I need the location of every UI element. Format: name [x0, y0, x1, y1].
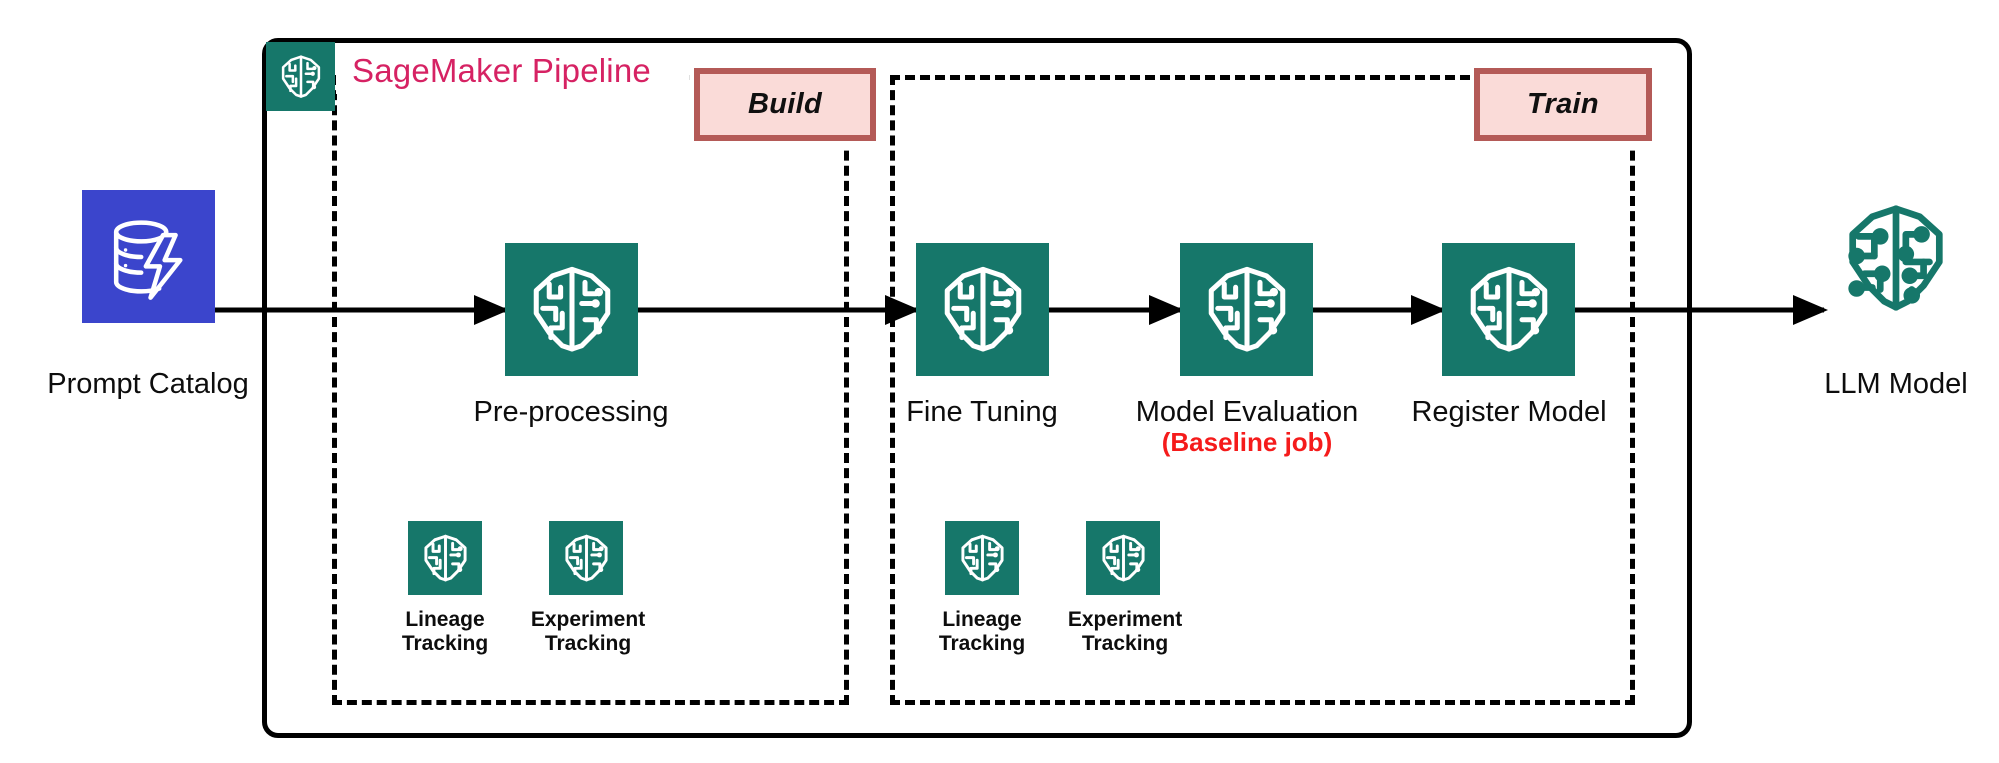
step-icon-fine-tuning[interactable] — [916, 243, 1049, 376]
tracking-label-build-experiment: Experiment Tracking — [505, 608, 671, 655]
step-icon-pre-processing[interactable] — [505, 243, 638, 376]
stage-chip-train[interactable]: Train — [1474, 68, 1652, 141]
tracking-label-line2: Tracking — [938, 631, 1026, 655]
step-label-fine-tuning: Fine Tuning — [862, 396, 1102, 428]
train-stage-region — [890, 75, 1635, 705]
tracking-label-line1: Lineage — [405, 608, 485, 631]
brain-circuit-icon — [1832, 194, 1960, 322]
tracking-label-line1: Lineage — [942, 608, 1022, 631]
step-label-text: Model Evaluation — [1135, 396, 1359, 428]
tracking-icon-build-lineage[interactable] — [408, 521, 482, 595]
step-label-register-model: Register Model — [1389, 396, 1629, 428]
output-label-text: LLM Model — [1824, 368, 1968, 400]
sagemaker-pipeline-container — [262, 38, 1692, 738]
tracking-label-line2: Tracking — [401, 631, 489, 655]
stage-chip-build[interactable]: Build — [694, 68, 876, 141]
source-label: Prompt Catalog — [28, 368, 268, 400]
sagemaker-brain-icon — [266, 42, 335, 111]
output-label: LLM Model — [1776, 368, 1999, 400]
pipeline-title: SageMaker Pipeline — [352, 52, 651, 89]
step-label-text: Register Model — [1411, 396, 1607, 428]
tracking-label-train-lineage: Lineage Tracking — [912, 608, 1052, 655]
step-label-pre-processing: Pre-processing — [441, 396, 701, 428]
tracking-label-line1: Experiment — [530, 608, 646, 631]
source-label-text: Prompt Catalog — [47, 368, 249, 400]
step-icon-register-model[interactable] — [1442, 243, 1575, 376]
tracking-label-line1: Experiment — [1067, 608, 1183, 631]
tracking-icon-train-experiment[interactable] — [1086, 521, 1160, 595]
step-icon-model-evaluation[interactable] — [1180, 243, 1313, 376]
tracking-icon-train-lineage[interactable] — [945, 521, 1019, 595]
tracking-icon-build-experiment[interactable] — [549, 521, 623, 595]
step-label-text: Pre-processing — [473, 396, 669, 428]
tracking-label-line2: Tracking — [1081, 631, 1169, 655]
database-lightning-icon — [82, 190, 215, 323]
tracking-label-train-experiment: Experiment Tracking — [1042, 608, 1208, 655]
tracking-label-build-lineage: Lineage Tracking — [375, 608, 515, 655]
tracking-label-line2: Tracking — [544, 631, 632, 655]
pipeline-title-mask — [336, 46, 686, 94]
baseline-job-note: (Baseline job) — [1161, 427, 1333, 458]
step-label-model-evaluation: Model Evaluation (Baseline job) — [1122, 396, 1372, 458]
step-label-text: Fine Tuning — [906, 396, 1058, 428]
